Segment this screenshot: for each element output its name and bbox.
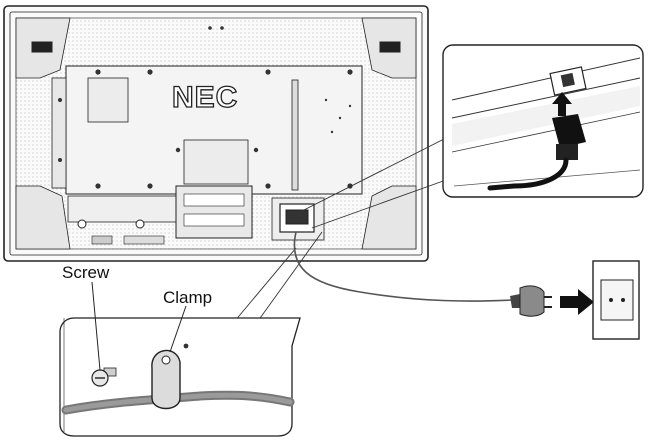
label-screw: Screw <box>62 263 110 282</box>
label-leaders <box>91 281 187 371</box>
power-cord-connector <box>487 114 586 191</box>
label-clamp: Clamp <box>163 288 213 307</box>
arrow-up-icon <box>552 92 572 116</box>
clamp-icon <box>151 343 189 410</box>
wall-outlet-icon <box>592 260 640 340</box>
power-plug-icon <box>510 285 552 317</box>
monitor-rear-panel <box>3 5 429 262</box>
ac-inlet-on-monitor <box>279 203 315 233</box>
brand-logo: NEC <box>172 81 238 114</box>
power-inlet-socket <box>549 66 587 96</box>
power-cable <box>293 231 513 302</box>
arrow-right-icon <box>560 289 594 315</box>
inset-power-inlet <box>442 44 644 198</box>
